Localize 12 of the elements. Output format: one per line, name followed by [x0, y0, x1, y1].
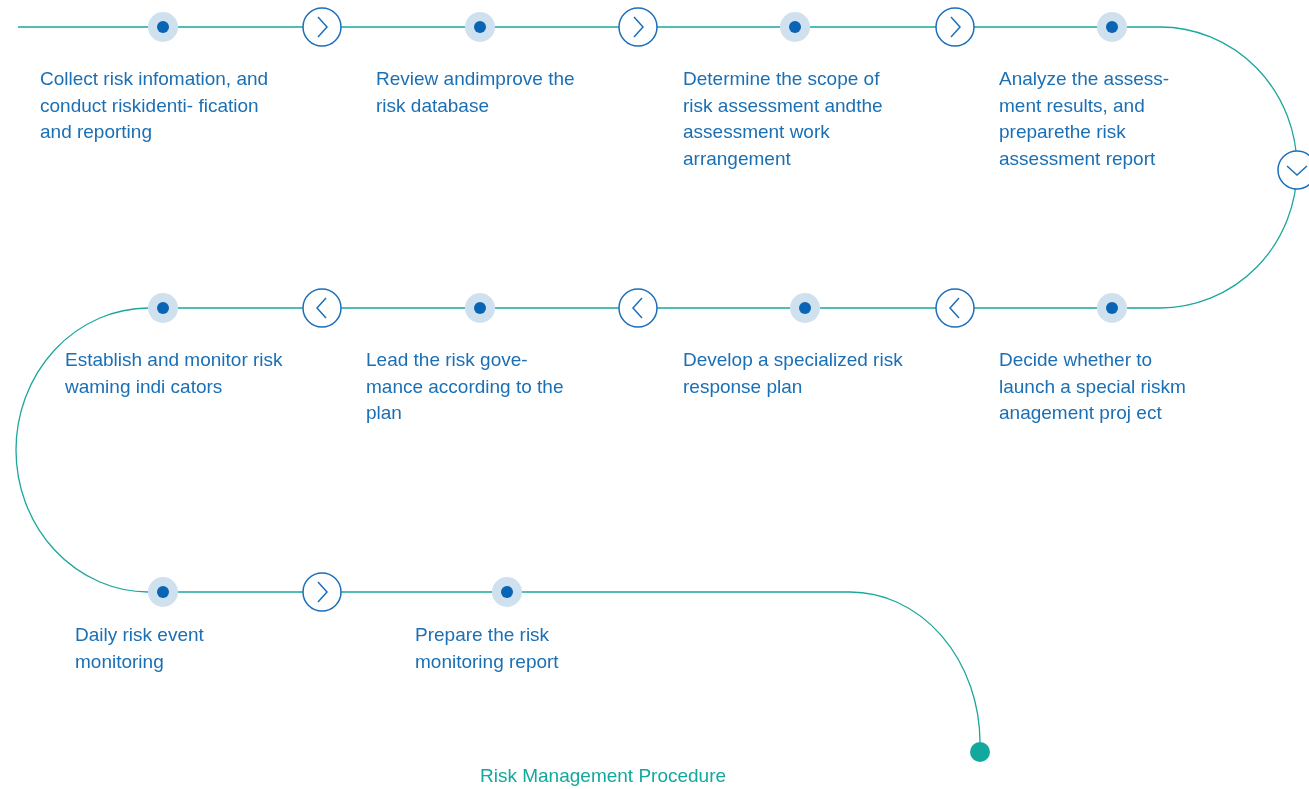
step-label: Prepare the risk monitoring report [415, 623, 560, 674]
end-point [970, 742, 990, 762]
step-label: Determine the scope of risk assessment andthe assessment work arrangement [683, 67, 884, 171]
step-label: Daily risk event monitoring [75, 623, 205, 674]
step-label: Lead the risk gove- mance according to the plan [366, 348, 565, 425]
step-label: Decide whether to launch a special riskm anagement proj ect [999, 348, 1187, 425]
step-label: Establish and monitor risk waming indi cators [65, 348, 284, 399]
step-label: Analyze the assess- ment results, and preparethe risk assessment report [999, 67, 1171, 171]
step-label: Review andimprove the risk database [376, 67, 576, 118]
diagram-title: Risk Management Procedure [480, 764, 727, 788]
step-label: Collect risk infomation, and conduct riskidenti- fication and reporting [40, 67, 270, 144]
step-label: Develop a specialized risk response plan [683, 348, 904, 399]
